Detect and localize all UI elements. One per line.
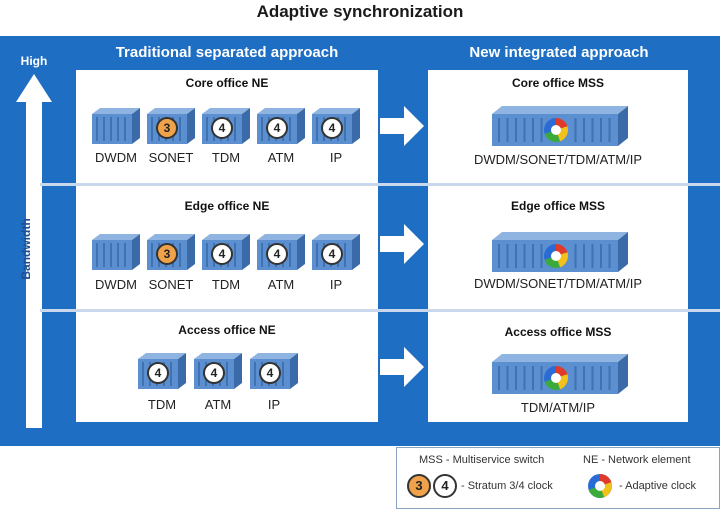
- bandwidth-up-arrow-icon: [16, 74, 52, 428]
- stratum-clock-icon: 4: [321, 117, 343, 139]
- right-arrow-icon: [380, 222, 426, 266]
- legend: MSS - Multiservice switch NE - Network e…: [396, 447, 720, 509]
- network-device-icon: 4: [200, 106, 252, 146]
- row-divider: [40, 183, 720, 186]
- stratum-clock-icon: 4: [211, 243, 233, 265]
- stratum-clock-icon: 4: [203, 362, 225, 384]
- network-device-icon: 3: [145, 232, 197, 272]
- network-device-icon: 4: [255, 106, 307, 146]
- device-label: IP: [329, 150, 343, 165]
- device-label: ATM: [267, 150, 295, 165]
- ne-section-title: Edge office NE: [184, 199, 270, 213]
- network-device-icon: [90, 232, 142, 272]
- device-label: SONET: [148, 277, 194, 292]
- bandwidth-label: Bandwidth: [19, 218, 33, 280]
- multiservice-switch-icon: [490, 230, 630, 274]
- stratum-clock-icon: 4: [321, 243, 343, 265]
- device-label: IP: [267, 397, 281, 412]
- network-device-icon: [90, 106, 142, 146]
- network-device-icon: 4: [192, 351, 244, 391]
- device-label: TDM: [211, 150, 241, 165]
- mss-section-title: Core office MSS: [511, 76, 604, 90]
- adaptive-clock-icon: [544, 244, 568, 268]
- device-label: TDM: [211, 277, 241, 292]
- multiservice-switch-icon: [490, 104, 630, 148]
- network-device-icon: 4: [248, 351, 300, 391]
- high-label: High: [20, 54, 48, 68]
- stratum-clock-icon: 4: [266, 117, 288, 139]
- mss-label: DWDM/SONET/TDM/ATM/IP: [473, 152, 643, 167]
- stratum4-clock-icon: 4: [433, 474, 457, 498]
- device-label: DWDM: [95, 277, 137, 292]
- legend-ne-definition: NE - Network element: [583, 454, 691, 466]
- network-device-icon: 4: [200, 232, 252, 272]
- stratum-clock-icon: 4: [147, 362, 169, 384]
- network-device-icon: 4: [310, 106, 362, 146]
- stratum-clock-icon: 4: [259, 362, 281, 384]
- diagram-title: Adaptive synchronization: [256, 2, 464, 21]
- legend-stratum-text: - Stratum 3/4 clock: [461, 480, 553, 492]
- right-arrow-icon: [380, 345, 426, 389]
- adaptive-clock-icon: [588, 474, 612, 498]
- multiservice-switch-icon: [490, 352, 630, 396]
- device-label: ATM: [267, 277, 295, 292]
- row-divider: [40, 309, 720, 312]
- header-traditional: Traditional separated approach: [115, 44, 339, 61]
- ne-section-title: Core office NE: [185, 76, 269, 90]
- stratum-clock-icon: 4: [211, 117, 233, 139]
- header-integrated: New integrated approach: [469, 44, 649, 61]
- right-arrow-icon: [380, 104, 426, 148]
- stratum-clock-icon: 3: [156, 243, 178, 265]
- stratum-clock-icon: 3: [156, 117, 178, 139]
- legend-mss-definition: MSS - Multiservice switch: [419, 454, 545, 466]
- device-label: SONET: [148, 150, 194, 165]
- mss-section-title: Access office MSS: [504, 325, 612, 339]
- adaptive-clock-icon: [544, 118, 568, 142]
- ne-section-title: Access office NE: [178, 323, 276, 337]
- network-device-icon: 4: [136, 351, 188, 391]
- stratum-clock-icon: 4: [266, 243, 288, 265]
- network-device-icon: 4: [255, 232, 307, 272]
- device-label: ATM: [204, 397, 232, 412]
- mss-label: TDM/ATM/IP: [520, 400, 596, 415]
- device-label: DWDM: [95, 150, 137, 165]
- network-device-icon: 3: [145, 106, 197, 146]
- adaptive-clock-icon: [544, 366, 568, 390]
- stratum3-clock-icon: 3: [407, 474, 431, 498]
- legend-adaptive-text: - Adaptive clock: [619, 480, 697, 492]
- device-label: TDM: [147, 397, 177, 412]
- mss-label: DWDM/SONET/TDM/ATM/IP: [473, 276, 643, 291]
- network-device-icon: 4: [310, 232, 362, 272]
- mss-section-title: Edge office MSS: [510, 199, 605, 213]
- device-label: IP: [329, 277, 343, 292]
